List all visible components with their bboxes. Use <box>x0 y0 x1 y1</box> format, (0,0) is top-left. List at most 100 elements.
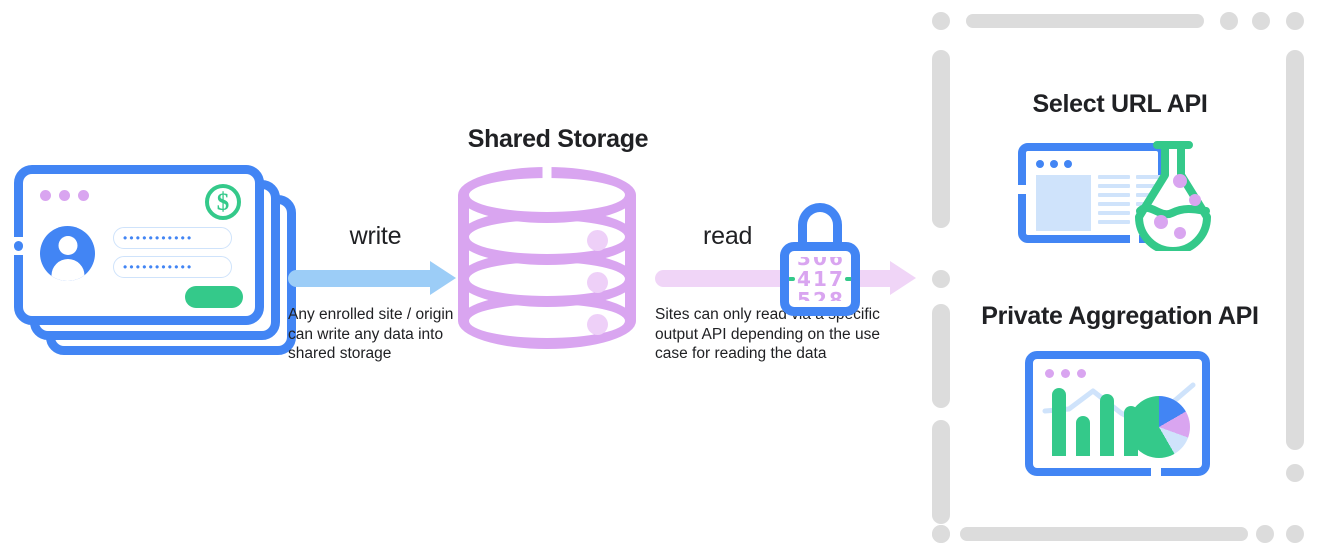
lock-dial-2: 0 1 2 <box>813 257 827 301</box>
panel-border-seg-left-3 <box>932 420 950 524</box>
panel-border-seg-top <box>966 14 1204 28</box>
dollar-icon: $ <box>205 184 241 220</box>
private-aggregation-api-block: Private Aggregation API <box>918 302 1322 479</box>
select-url-api-illustration <box>1017 139 1223 251</box>
flask-particle-2 <box>1188 194 1201 206</box>
content-text-lines-1 <box>1097 175 1130 224</box>
window-controls-dots <box>40 190 89 201</box>
lock-dial-2-next: 2 <box>813 288 827 301</box>
login-card-front: $ ••••••••••• ••••••••••• <box>14 165 264 325</box>
panel-border-dot-right-2 <box>1286 525 1304 543</box>
panel-border-dot-top-3 <box>1252 12 1270 30</box>
panel-border-dot-bottom-2 <box>1256 525 1274 543</box>
username-field[interactable]: ••••••••••• <box>113 227 232 249</box>
password-field[interactable]: ••••••••••• <box>113 256 232 278</box>
lock-dial-1: 3 4 5 <box>797 257 811 301</box>
panel-border-seg-left-2 <box>932 304 950 408</box>
text-line <box>1097 184 1130 188</box>
database-cylinder-icon <box>458 165 636 350</box>
panel-border-dot-top-4 <box>1286 12 1304 30</box>
browser-window-dots <box>1035 160 1072 168</box>
bar-3 <box>1100 394 1114 456</box>
lock-body: 3 4 5 0 1 2 6 7 8 <box>780 242 860 316</box>
private-aggregation-api-title: Private Aggregation API <box>981 302 1259 330</box>
cylinder-indicator-2 <box>587 272 608 293</box>
cylinder-right-wall <box>625 195 636 321</box>
text-line <box>1097 202 1130 206</box>
lock-dash-left <box>789 277 795 281</box>
card-edge-dot <box>14 241 23 251</box>
text-line <box>1097 220 1130 224</box>
cylinder-left-wall <box>458 195 469 321</box>
panel-border-dot-left-1 <box>932 270 950 288</box>
avatar <box>40 226 95 281</box>
lock-dial-2-prev: 0 <box>813 257 827 270</box>
flask-icon <box>1134 141 1211 251</box>
analytics-dot-1 <box>1045 369 1054 378</box>
browser-window-notch-left <box>1017 185 1026 194</box>
lock-dial-2-value: 1 <box>813 267 827 291</box>
panel-border-dot-top-2 <box>1220 12 1238 30</box>
lock-icon: 3 4 5 0 1 2 6 7 8 <box>780 203 860 316</box>
window-dot-2 <box>59 190 70 201</box>
flask-particle-4 <box>1173 227 1186 239</box>
submit-button[interactable] <box>185 286 243 308</box>
write-arrow-head <box>430 261 456 295</box>
panel-border-dot-top-1 <box>932 12 950 30</box>
text-line <box>1135 175 1168 179</box>
text-line <box>1097 175 1130 179</box>
output-apis-panel: Select URL API <box>918 12 1322 543</box>
lock-dial-1-prev: 3 <box>797 257 811 270</box>
text-line <box>1097 211 1130 215</box>
read-description: Sites can only read via a specific outpu… <box>655 306 880 362</box>
bar-2 <box>1076 416 1090 456</box>
write-arrow <box>288 261 463 295</box>
lock-dial-3: 6 7 8 <box>829 257 843 301</box>
browser-dot-1 <box>1035 160 1044 168</box>
read-label: read <box>703 222 753 250</box>
flask-particle-1 <box>1172 174 1187 188</box>
read-arrow-head <box>890 261 916 295</box>
bar-1 <box>1052 388 1066 456</box>
cylinder-top-notch <box>542 165 552 179</box>
lock-dial-3-value: 7 <box>829 267 843 291</box>
write-arrow-body <box>288 270 430 287</box>
analytics-window-notch <box>1151 468 1161 476</box>
window-dot-1 <box>40 190 51 201</box>
bar-chart <box>1052 388 1138 456</box>
panel-border-dot-bottom-1 <box>932 525 950 543</box>
lock-shackle <box>798 203 842 257</box>
lock-dial-1-value: 4 <box>797 267 811 291</box>
analytics-window-dots <box>1045 369 1086 378</box>
analytics-dot-2 <box>1061 369 1070 378</box>
browser-window-notch-bottom <box>1129 235 1139 243</box>
select-url-api-title: Select URL API <box>1032 90 1208 118</box>
avatar-head <box>58 236 77 255</box>
lock-dial-3-prev: 6 <box>829 257 843 270</box>
cylinder-indicator-3 <box>587 314 608 335</box>
shared-storage-group: Shared Storage <box>458 125 658 350</box>
write-description: Any enrolled site / origin can write any… <box>288 306 454 362</box>
panel-border-dot-right-1 <box>1286 464 1304 482</box>
text-line <box>1097 193 1130 197</box>
lock-dials: 3 4 5 0 1 2 6 7 8 <box>789 257 851 301</box>
write-flow-group: write Any enrolled site / origin can wri… <box>288 222 463 364</box>
private-aggregation-api-illustration <box>1025 351 1215 479</box>
write-label: write <box>349 222 402 250</box>
analytics-window-icon <box>1025 351 1210 476</box>
browser-dot-2 <box>1049 160 1058 168</box>
select-url-api-block: Select URL API <box>918 90 1322 251</box>
site-cards-stack: $ ••••••••••• ••••••••••• <box>14 165 304 365</box>
panel-border-seg-bottom <box>960 527 1248 541</box>
avatar-body <box>51 259 84 281</box>
window-dot-3 <box>78 190 89 201</box>
shared-storage-title: Shared Storage <box>467 125 649 153</box>
lock-dash-right <box>845 277 851 281</box>
lock-dial-3-next: 8 <box>829 288 843 301</box>
text-line <box>1135 184 1168 188</box>
panel-border-seg-right <box>1286 50 1304 450</box>
lock-dial-1-next: 5 <box>797 288 811 301</box>
pie-chart <box>1128 396 1190 458</box>
cylinder-indicator-1 <box>587 230 608 251</box>
